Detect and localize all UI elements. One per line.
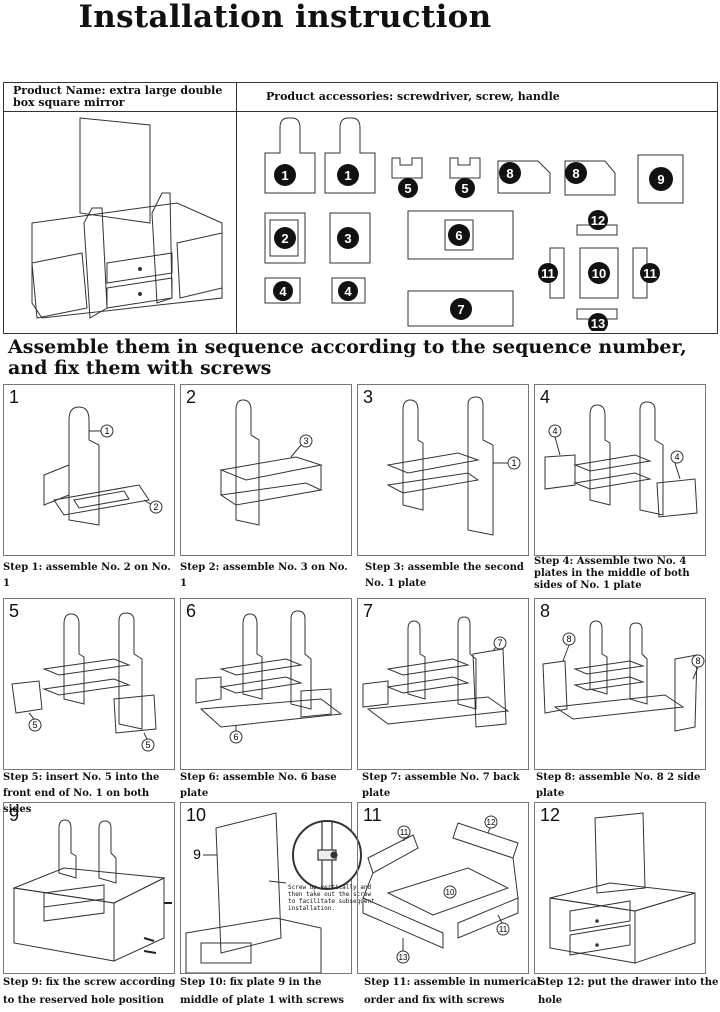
callout: 8 xyxy=(566,634,571,644)
step-8-diagram: 8 8 xyxy=(542,620,705,732)
step-5-panel: 5 5 5 xyxy=(3,598,175,770)
step-6-panel: 6 6 xyxy=(180,598,352,770)
callout: 3 xyxy=(303,436,308,446)
part-label: 11 xyxy=(643,266,657,281)
part-label: 10 xyxy=(592,266,606,281)
step-number: 8 xyxy=(540,601,551,621)
step-12-caption: Step 12: put the drawer into the hole xyxy=(538,977,719,1006)
step-6-caption: Step 6: assemble No. 6 base plate xyxy=(180,772,337,799)
step-4-panel: 4 4 4 xyxy=(534,384,706,556)
callout: 4 xyxy=(674,452,679,462)
step-6-diagram: 6 xyxy=(195,610,343,744)
screw-note: Screw up vertically and then take out th… xyxy=(288,884,375,912)
part-label: 4 xyxy=(279,284,287,299)
step-number: 4 xyxy=(540,387,551,407)
parts-layout: 1 1 5 5 8 8 9 2 3 6 12 11 10 11 4 4 7 13 xyxy=(264,117,684,331)
callout: 5 xyxy=(32,720,37,730)
step-12-diagram xyxy=(549,812,696,964)
step-2-panel: 2 3 xyxy=(180,384,352,556)
step-9-diagram xyxy=(12,819,172,962)
step-7-panel: 7 7 xyxy=(357,598,529,770)
step-7-diagram: 7 xyxy=(362,616,510,728)
part-label: 7 xyxy=(457,302,464,317)
callout: 8 xyxy=(695,656,700,666)
callout: 1 xyxy=(511,458,516,468)
page-title: Installation instruction xyxy=(78,0,492,35)
callout: 12 xyxy=(487,818,496,827)
step-number: 5 xyxy=(9,601,20,621)
step-2-caption: Step 2: assemble No. 3 on No. 1 xyxy=(180,562,348,589)
step-12-panel: 12 xyxy=(534,802,706,974)
column-divider xyxy=(236,83,237,333)
callout: 2 xyxy=(153,502,158,512)
callout: 13 xyxy=(399,953,408,962)
callout: 10 xyxy=(446,888,455,897)
product-info-panel: Product Name: extra large double box squ… xyxy=(3,82,718,334)
step-3-diagram: 1 xyxy=(386,396,521,536)
step-11-caption: Step 11: assemble in numerical order and… xyxy=(364,977,541,1006)
step-number: 7 xyxy=(363,601,374,621)
step-7-caption: Step 7: assemble No. 7 back plate xyxy=(362,772,520,799)
step-10-panel: 10 9 xyxy=(180,802,352,974)
callout: 11 xyxy=(499,925,508,934)
callout: 1 xyxy=(104,426,109,436)
part-label: 6 xyxy=(455,228,462,243)
step-9-caption: Step 9: fix the screw according to the r… xyxy=(3,977,176,1006)
step-number: 11 xyxy=(363,805,382,825)
step-5-caption: Step 5: insert No. 5 into the front end … xyxy=(3,772,160,815)
step-number: 1 xyxy=(9,387,20,407)
part-label: 12 xyxy=(591,213,605,228)
header-divider xyxy=(4,111,717,112)
step-11-panel: 11 11 12 10 11 13 xyxy=(357,802,529,974)
step-9-panel: 9 xyxy=(3,802,175,974)
part-label: 2 xyxy=(281,231,288,246)
product-accessories: Product accessories: screwdriver, screw,… xyxy=(266,90,560,103)
step-number: 6 xyxy=(186,601,197,621)
step-4-diagram: 4 4 xyxy=(544,401,698,518)
step-1-panel: 1 1 2 xyxy=(3,384,175,556)
callout: 7 xyxy=(497,638,502,648)
step-3-panel: 3 1 xyxy=(357,384,529,556)
part-label: 5 xyxy=(404,181,411,196)
step-2-diagram: 3 xyxy=(219,399,323,526)
assembled-product-illustration xyxy=(31,117,223,319)
step-1-caption: Step 1: assemble No. 2 on No. 1 xyxy=(3,562,171,589)
callout: 4 xyxy=(552,426,557,436)
step-number: 2 xyxy=(186,387,197,407)
callout: 9 xyxy=(193,846,201,862)
screw-detail-icon xyxy=(317,822,338,888)
step-number: 10 xyxy=(186,805,207,825)
part-label: 5 xyxy=(461,181,468,196)
screw-detail-callout xyxy=(292,820,362,890)
part-label: 4 xyxy=(344,284,352,299)
part-label: 13 xyxy=(591,316,605,331)
step-8-panel: 8 8 8 xyxy=(534,598,706,770)
step-5-diagram: 5 5 xyxy=(11,612,157,752)
step-10-diagram: 9 xyxy=(185,812,322,973)
callout: 11 xyxy=(400,828,409,837)
part-label: 1 xyxy=(281,168,288,183)
step-8-caption: Step 8: assemble No. 8 2 side plate xyxy=(536,772,701,799)
part-label: 8 xyxy=(506,166,513,181)
step-4-caption: Step 4: Assemble two No. 4 plates in the… xyxy=(534,556,690,591)
step-number: 12 xyxy=(540,805,561,825)
step-number: 3 xyxy=(363,387,374,407)
part-label: 1 xyxy=(344,168,351,183)
part-label: 3 xyxy=(344,231,351,246)
step-1-diagram: 1 2 xyxy=(43,406,163,526)
part-label: 8 xyxy=(572,166,579,181)
step-3-caption: Step 3: assemble the second No. 1 plate xyxy=(365,562,524,589)
callout: 5 xyxy=(145,740,150,750)
step-number: 9 xyxy=(9,805,20,825)
part-label: 9 xyxy=(657,172,664,187)
step-11-diagram: 11 12 10 11 13 xyxy=(362,815,519,964)
product-name: Product Name: extra large double box squ… xyxy=(13,84,223,109)
assembly-subtitle: Assemble them in sequence according to t… xyxy=(8,336,687,379)
step-10-caption: Step 10: fix plate 9 in the middle of pl… xyxy=(180,977,344,1006)
part-label: 11 xyxy=(541,266,555,281)
callout: 6 xyxy=(233,732,238,742)
